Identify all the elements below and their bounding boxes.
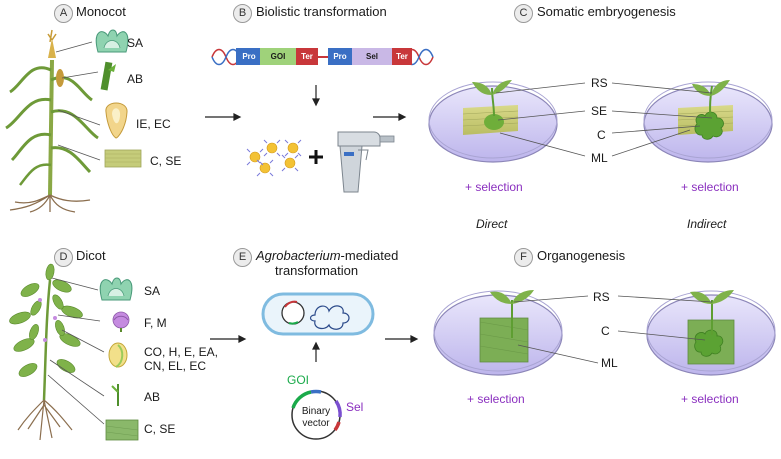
label-rs-c: RS xyxy=(591,76,608,90)
label-ml-f: ML xyxy=(601,356,618,370)
vector-label-line1: Binary xyxy=(301,406,331,417)
mode-indirect: Indirect xyxy=(687,217,727,231)
gold-particles-icon xyxy=(246,139,302,177)
soybean-plant-icon xyxy=(9,263,83,441)
callus-tissue-icon xyxy=(104,149,142,168)
badge-d: D xyxy=(54,248,73,267)
panel-e-title-rest: -mediated xyxy=(340,248,399,263)
selection-indirect: + selection xyxy=(681,180,739,194)
label-ie-ec: IE, EC xyxy=(136,117,171,131)
construct-ter-2 xyxy=(392,48,412,65)
label-d-ab: AB xyxy=(144,390,161,404)
construct-label-sel: Sel xyxy=(365,52,378,61)
petri-dish-indirect xyxy=(643,80,773,163)
panel-c-title: Somatic embryogenesis xyxy=(537,4,676,19)
dicot-callus-icon xyxy=(105,419,139,441)
label-sa: SA xyxy=(127,36,144,50)
label-d-co-line1: CO, H, E, EA, xyxy=(144,345,219,359)
maize-plant-icon xyxy=(5,29,99,213)
panel-f-title: Organogenesis xyxy=(537,248,626,263)
label-d-c-se: C, SE xyxy=(144,422,176,436)
label-goi: GOI xyxy=(287,373,310,387)
label-d-sa: SA xyxy=(144,284,161,298)
selection-organ-2: + selection xyxy=(681,392,739,406)
construct-goi xyxy=(260,48,296,65)
badge-c: C xyxy=(514,4,533,23)
panel-e-title-italic: Agrobacterium xyxy=(256,248,341,263)
construct-label-pro-1: Pro xyxy=(242,52,256,61)
panel-f-leaders xyxy=(513,295,713,364)
construct-label-ter-1: Ter xyxy=(301,52,313,61)
plus-icon xyxy=(309,150,323,164)
label-d-co-line2: CN, EL, EC xyxy=(144,359,207,373)
label-rs-f: RS xyxy=(593,290,610,304)
immature-embryo-icon xyxy=(105,102,128,139)
construct-label-pro-2: Pro xyxy=(333,52,347,61)
badge-a: A xyxy=(54,4,73,23)
panel-d-title: Dicot xyxy=(76,248,106,263)
axillary-bud-icon xyxy=(100,61,116,91)
label-c-f: C xyxy=(601,324,610,338)
vector-label-line2: vector xyxy=(302,418,330,429)
panel-e-title: Agrobacterium-mediated xyxy=(256,249,398,263)
badge-b: B xyxy=(233,4,252,23)
panel-a-leaders xyxy=(55,41,101,161)
petri-dish-organogenesis-2 xyxy=(646,290,776,376)
petri-dish-direct xyxy=(428,80,558,163)
label-c-se: C, SE xyxy=(150,154,182,168)
agrobacterium-cell xyxy=(261,292,375,336)
badge-e: E xyxy=(233,248,252,267)
dna-construct xyxy=(211,48,434,66)
shoot-apex-icon xyxy=(95,29,129,53)
selection-organ-1: + selection xyxy=(467,392,525,406)
dicot-shoot-apex-icon xyxy=(99,277,133,301)
petri-dish-organogenesis-1 xyxy=(433,290,563,376)
binary-vector-icon xyxy=(291,389,342,440)
badge-f: F xyxy=(514,248,533,267)
panel-d-leaders xyxy=(47,277,105,425)
label-d-f-m: F, M xyxy=(144,316,167,330)
label-sel: Sel xyxy=(346,400,364,414)
construct-sel xyxy=(352,48,392,65)
panel-c-leaders xyxy=(495,82,713,157)
label-ml-c: ML xyxy=(591,151,608,165)
construct-label-goi: GOI xyxy=(270,52,286,61)
seed-embryo-icon xyxy=(108,342,128,368)
mode-direct: Direct xyxy=(476,217,508,231)
construct-ter-1 xyxy=(296,48,318,65)
label-ab: AB xyxy=(127,72,144,86)
construct-pro-1 xyxy=(236,48,260,65)
panel-e-title-line2: transformation xyxy=(275,263,359,278)
arrows xyxy=(205,85,419,362)
label-se-c: SE xyxy=(591,104,608,118)
construct-pro-2 xyxy=(328,48,352,65)
construct-label-ter-2: Ter xyxy=(396,52,408,61)
gene-gun-icon xyxy=(337,131,395,193)
dicot-axillary-bud-icon xyxy=(111,384,119,406)
selection-direct: + selection xyxy=(465,180,523,194)
label-c-c: C xyxy=(597,128,606,142)
panel-b-title: Biolistic transformation xyxy=(256,4,387,19)
panel-a-title: Monocot xyxy=(76,4,126,19)
flower-icon xyxy=(112,311,130,332)
